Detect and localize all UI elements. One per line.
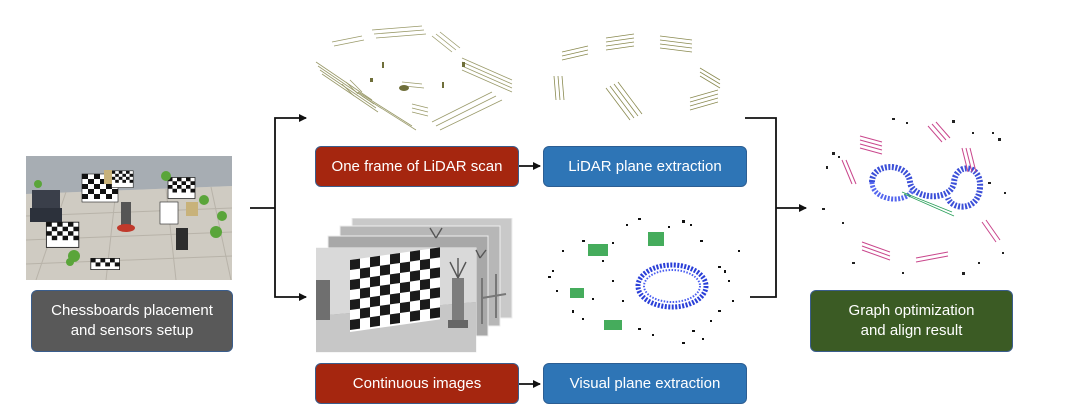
lidar-planes-image bbox=[550, 28, 746, 136]
result-box-line2: and align result bbox=[860, 322, 963, 339]
result-box: Graph optimization and align result bbox=[810, 290, 1013, 352]
result-box-line1: Graph optimization bbox=[848, 302, 975, 319]
setup-box: Chessboards placement and sensors setup bbox=[31, 290, 233, 352]
merge-bracket-top bbox=[745, 117, 777, 208]
split-arrow-bottom bbox=[274, 208, 307, 301]
lidar-scan-image bbox=[312, 22, 526, 136]
visual-plane-box: Visual plane extraction bbox=[543, 363, 747, 404]
scene-image bbox=[26, 156, 232, 280]
visual-plane-label: Visual plane extraction bbox=[569, 374, 721, 392]
continuous-images-box: Continuous images bbox=[315, 363, 519, 404]
image-stack bbox=[316, 218, 514, 354]
result-image bbox=[812, 112, 1018, 288]
lidar-scan-label: One frame of LiDAR scan bbox=[331, 157, 503, 175]
visual-planes-image bbox=[542, 210, 752, 350]
lidar-plane-box: LiDAR plane extraction bbox=[543, 146, 747, 187]
lidar-plane-label: LiDAR plane extraction bbox=[568, 157, 722, 175]
merge-bracket-bottom bbox=[750, 208, 777, 298]
setup-box-line1: Chessboards placement bbox=[51, 302, 213, 319]
split-arrow-top bbox=[274, 114, 307, 208]
lidar-scan-box: One frame of LiDAR scan bbox=[315, 146, 519, 187]
setup-box-line2: and sensors setup bbox=[70, 322, 194, 339]
continuous-images-label: Continuous images bbox=[352, 374, 482, 392]
